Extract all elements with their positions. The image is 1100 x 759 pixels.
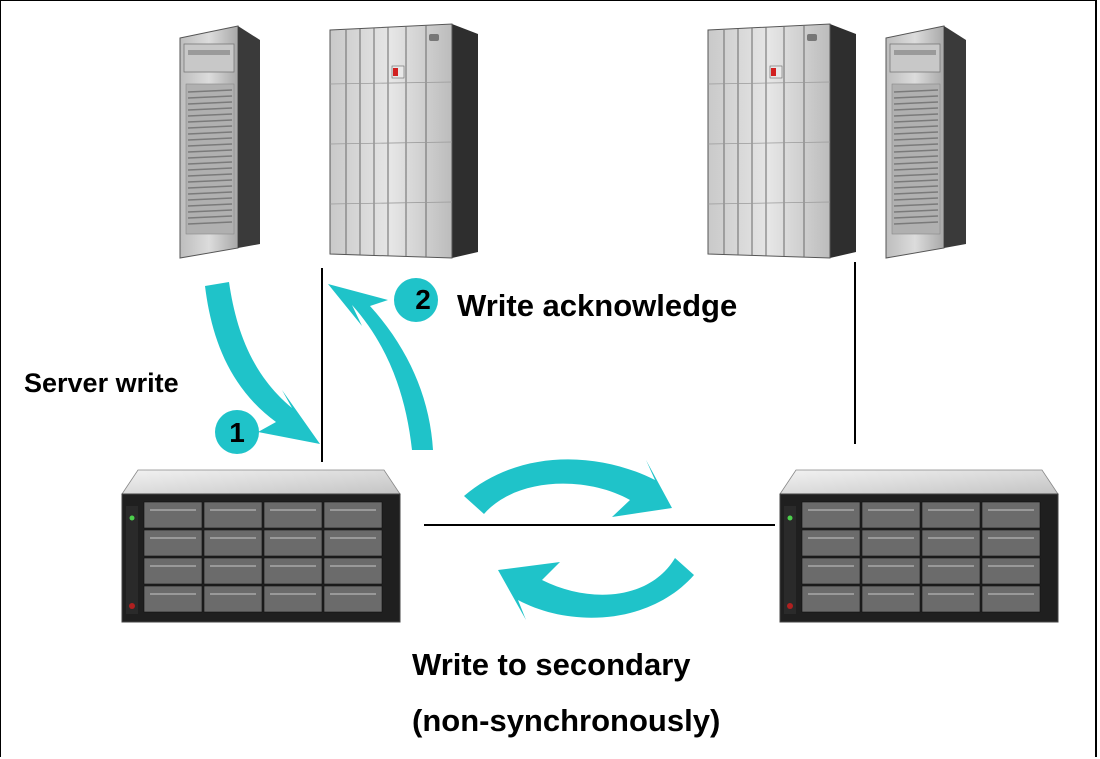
forward-replication-arrow xyxy=(464,459,672,517)
primary-mainframe-icon xyxy=(329,23,479,259)
primary-server-icon xyxy=(179,25,261,259)
write-acknowledge-arrow xyxy=(328,284,433,450)
step-1-number: 1 xyxy=(229,417,245,448)
write-to-secondary-label: Write to secondary xyxy=(412,647,691,682)
write-acknowledge-label: Write acknowledge xyxy=(457,288,738,323)
non-synchronously-label: (non-synchronously) xyxy=(412,703,721,738)
step-2-number: 2 xyxy=(415,284,431,315)
server-write-arrow xyxy=(205,282,320,444)
step-1-badge xyxy=(215,410,259,454)
secondary-server-icon xyxy=(885,25,967,259)
server-write-label: Server write xyxy=(24,368,179,398)
secondary-mainframe-icon xyxy=(707,23,857,259)
return-replication-arrow xyxy=(498,558,694,620)
step-2-badge xyxy=(394,278,438,322)
secondary-storage-icon xyxy=(779,469,1059,623)
primary-storage-icon xyxy=(121,469,401,623)
